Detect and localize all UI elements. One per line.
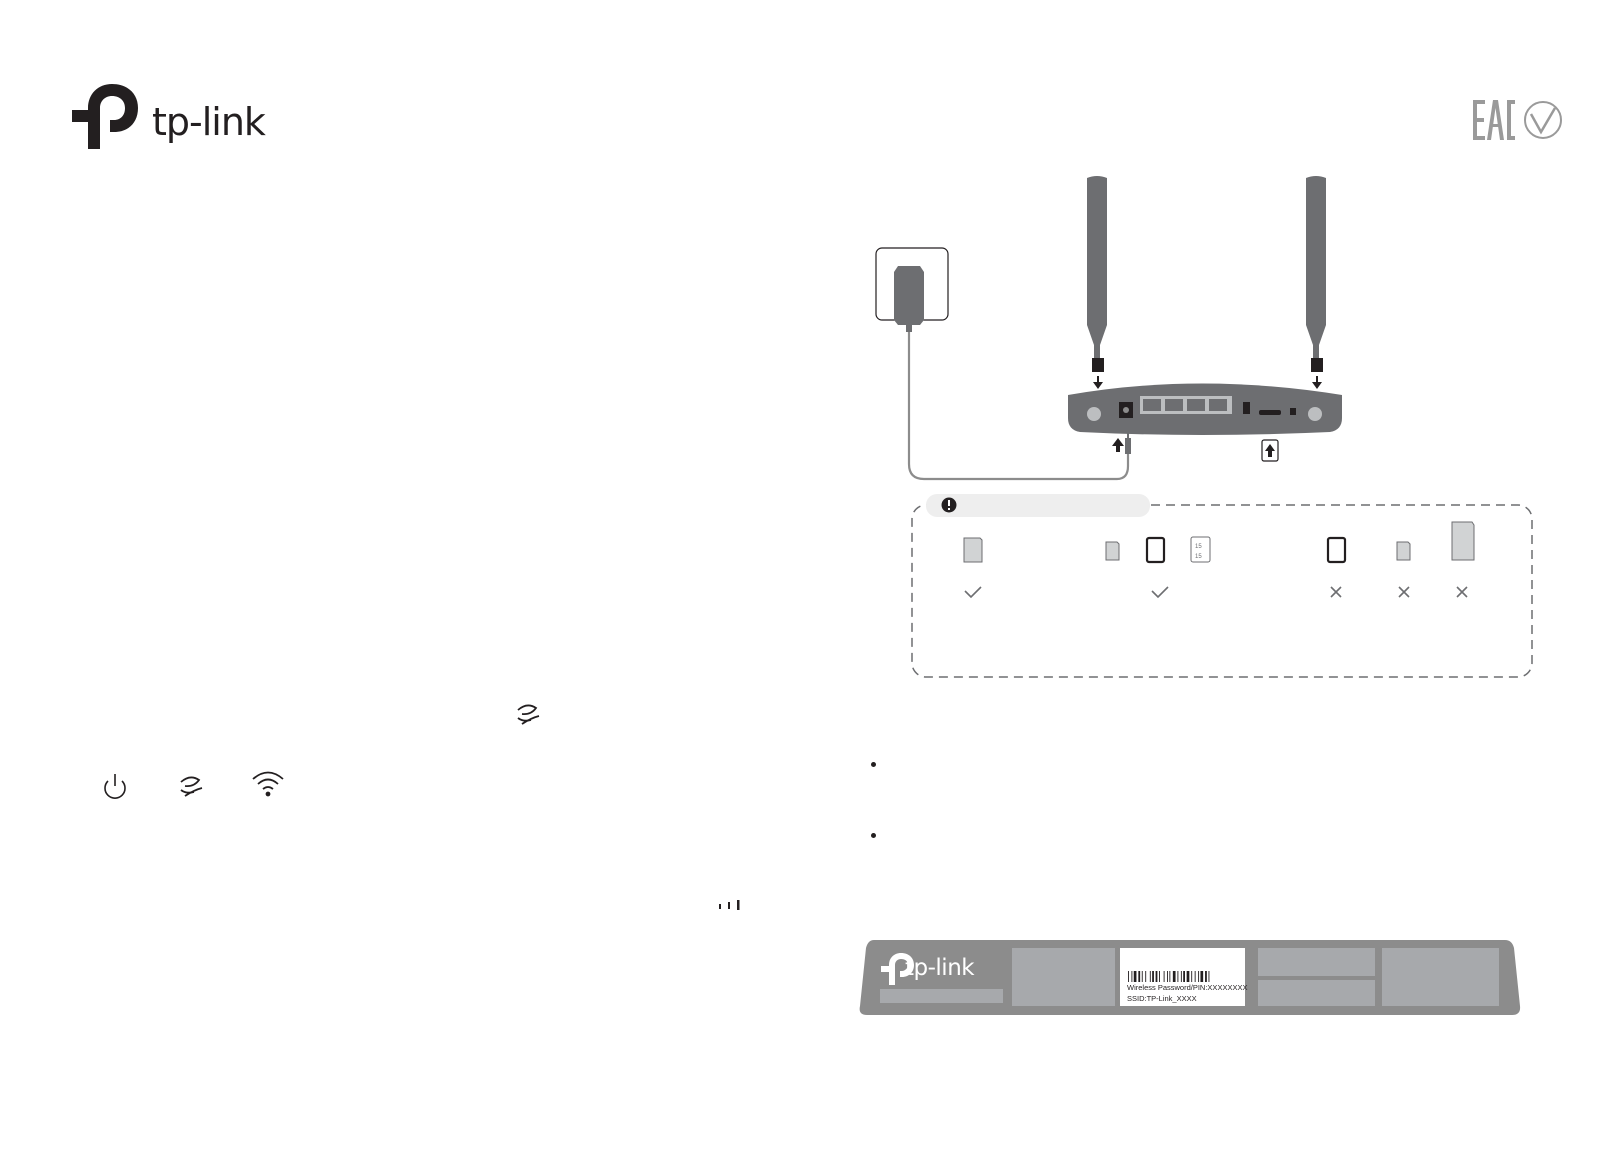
barcode <box>1128 971 1210 982</box>
wireless-password-text: Wireless Password/PIN:XXXXXXXX <box>1127 983 1248 992</box>
signal-icon <box>719 900 740 910</box>
barcode-bar <box>1208 971 1210 982</box>
barcode-bar <box>1163 971 1165 982</box>
bullet-point <box>871 762 876 767</box>
barcode-bar <box>1198 971 1200 982</box>
barcode-bar <box>1191 971 1193 982</box>
barcode-bar <box>1183 971 1185 982</box>
barcode-bar <box>1186 971 1190 982</box>
sim-insert-arrow-icon <box>1261 439 1279 462</box>
wifi-led-icon <box>252 771 284 797</box>
sim-card-icons: 15 15 <box>963 521 1475 564</box>
right-antenna-icon <box>1306 176 1326 389</box>
barcode-bar <box>1145 971 1147 982</box>
svg-text:15: 15 <box>1195 544 1202 550</box>
barcode-bar <box>1180 971 1182 982</box>
sim-note-box <box>911 494 1533 678</box>
eac-mark-icon <box>1473 100 1515 140</box>
barcode-bar <box>1177 971 1179 982</box>
power-adapter-icon <box>875 247 949 332</box>
barcode-bar <box>1200 971 1204 982</box>
power-cable <box>907 332 1130 481</box>
certification-tick-icon <box>1524 101 1562 139</box>
sim-compatibility-marks <box>964 586 1468 599</box>
barcode-bar <box>1169 971 1171 982</box>
tp-link-logo-mark-icon <box>72 84 138 149</box>
barcode-bar <box>1141 971 1143 982</box>
certification-marks <box>1473 98 1565 147</box>
brand-name: tp-link <box>152 100 266 144</box>
barcode-bar <box>1138 971 1141 982</box>
barcode-bar <box>1155 971 1158 982</box>
power-led-icon <box>104 774 126 799</box>
barcode-bar <box>1167 971 1168 982</box>
barcode-bar <box>1133 971 1137 982</box>
brand-logo <box>70 82 255 152</box>
router-bottom-label <box>859 940 1521 1015</box>
barcode-bar <box>1128 971 1129 982</box>
barcode-bar <box>1131 971 1133 982</box>
barcode-bar <box>1172 971 1176 982</box>
ssid-text: SSID:TP-Link_XXXX <box>1127 994 1197 1003</box>
bullet-point <box>871 833 876 838</box>
router-back-panel <box>1068 383 1342 435</box>
left-antenna-icon <box>1087 176 1107 389</box>
barcode-bar <box>1205 971 1207 982</box>
svg-text:15: 15 <box>1195 554 1202 560</box>
internet-icon-inline <box>517 704 540 725</box>
barcode-bar <box>1159 971 1160 982</box>
label-brand-name: tp-link <box>905 955 975 981</box>
barcode-bar <box>1152 971 1154 982</box>
label-logo-mark-icon <box>881 953 914 985</box>
barcode-bar <box>1149 971 1151 982</box>
barcode-bar <box>1194 971 1196 982</box>
internet-led-icon <box>180 776 203 797</box>
